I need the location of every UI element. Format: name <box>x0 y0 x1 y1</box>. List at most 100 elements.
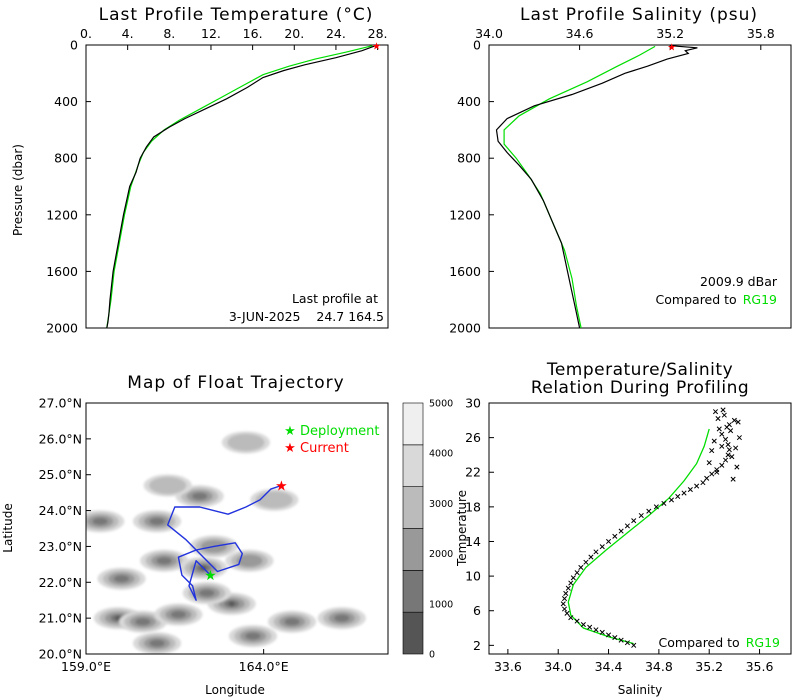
x-tick-label: 35.8 <box>747 26 775 41</box>
ts-profile-point <box>605 538 612 545</box>
ts-compared-text: Compared to <box>659 635 740 650</box>
ts-profile-point <box>593 627 599 633</box>
ts-profile-point <box>593 549 599 555</box>
seamount-contour <box>149 476 187 494</box>
y-tick-label: 400 <box>54 94 78 109</box>
x-tick-label: 34.0 <box>475 26 503 41</box>
ts-x-tick-label: 35.2 <box>695 659 723 674</box>
map-title: Map of Float Trajectory <box>127 373 344 393</box>
y-tick-label: 800 <box>457 151 481 166</box>
colorbar-tick-label: 0 <box>429 650 435 661</box>
deployment-marker-icon: ★ <box>204 568 217 584</box>
ts-profile-point <box>624 640 630 646</box>
colorbar-segment <box>402 444 424 487</box>
ts-profile-point <box>716 426 722 432</box>
x-tick-label: 35.2 <box>656 26 684 41</box>
ts-profile-point <box>700 480 706 486</box>
seamount-contour <box>192 492 208 500</box>
ts-profile-point <box>653 504 659 510</box>
y-tick-label: 2000 <box>449 321 481 336</box>
ts-profile-point <box>563 590 569 596</box>
ts-profile-point <box>605 632 612 638</box>
temperature-profile-panel: Last Profile Temperature (°C) Pressure (… <box>11 5 389 336</box>
ts-profile-point <box>725 441 731 448</box>
ts-x-tick-label: 35.6 <box>746 659 774 674</box>
profile-depth-label: 2009.9 dBar <box>700 274 778 289</box>
y-tick-label: 800 <box>54 151 78 166</box>
ts-y-tick-label: 26 <box>465 430 481 445</box>
y-tick-label: 2000 <box>46 321 78 336</box>
salinity-lines: ★ <box>495 42 698 329</box>
ts-profile-point <box>730 476 736 482</box>
ts-profile-point <box>618 528 624 534</box>
map-y-tick-label: 23.0°N <box>39 539 82 554</box>
legend-current-label: Current <box>300 441 349 456</box>
ts-profile-point <box>728 428 734 434</box>
ts-profile-point <box>675 493 681 500</box>
x-tick-label: 0. <box>80 26 92 41</box>
temperature-axis-label: Temperature <box>455 490 469 567</box>
map-y-tick-label: 25.0°N <box>39 467 82 482</box>
salinity-plot-frame <box>488 44 792 329</box>
seamount-contour <box>149 639 165 647</box>
ts-profile-point <box>723 457 729 463</box>
ts-profile-point <box>574 618 580 624</box>
ts-profile-point <box>723 436 729 442</box>
last-profile-date-position: 3-JUN-2025 24.7 164.5 <box>229 309 384 324</box>
ts-y-tick-label: 10 <box>465 569 481 584</box>
seamount-contour <box>149 517 165 525</box>
x-tick-label: 4. <box>122 26 134 41</box>
seamount-contour <box>284 618 300 626</box>
x-tick-label: 20. <box>284 26 304 41</box>
salinity-title: Last Profile Salinity (psu) <box>520 5 758 25</box>
ts-profile-point <box>668 497 675 503</box>
temperature-x-ticks: 0.4.8.12.16.20.24.28. <box>80 26 388 50</box>
ts-diagram-panel: Temperature/Salinity Relation During Pro… <box>455 360 792 697</box>
ts-profile-point <box>736 435 742 441</box>
colorbar-tick-label: 5000 <box>429 399 453 410</box>
y-tick-label: 0 <box>70 38 78 53</box>
ts-profile-point <box>731 417 737 423</box>
ts-y-tick-label: 18 <box>465 499 481 514</box>
ts-profile-point <box>720 407 726 413</box>
ts-profile-point <box>719 462 725 468</box>
x-tick-label: 12. <box>201 26 221 41</box>
trajectory-line <box>167 484 282 601</box>
ts-profile-point <box>694 483 700 489</box>
ts-profile-point <box>726 447 732 453</box>
last-point-star-icon: ★ <box>667 42 676 53</box>
ts-plot-frame <box>488 402 792 655</box>
ts-profile-point <box>714 469 720 475</box>
latitude-axis-label: Latitude <box>1 503 15 552</box>
map-y-tick-label: 26.0°N <box>39 431 82 446</box>
ts-y-tick-label: 6 <box>473 603 481 618</box>
y-tick-label: 1600 <box>449 264 481 279</box>
ts-y-tick-label: 2 <box>473 638 481 653</box>
ts-profile-point <box>568 580 574 586</box>
map-x-tick-label: 159.0°E <box>61 659 111 674</box>
seamount-contour <box>334 614 350 622</box>
ts-y-tick-label: 30 <box>465 396 481 411</box>
y-tick-label: 0 <box>473 38 481 53</box>
ts-profile-point <box>681 490 687 496</box>
seamount-contour <box>156 557 172 565</box>
ts-profile-point <box>561 606 568 612</box>
seamount-contour <box>114 616 121 621</box>
ts-x-tick-label: 34.0 <box>544 659 572 674</box>
seamount-contour <box>227 433 265 451</box>
ts-profile-point <box>599 544 605 550</box>
last-point-star-icon: ★ <box>372 41 381 52</box>
map-frame <box>85 402 389 655</box>
ts-profile-point <box>568 615 574 621</box>
ts-profile-point <box>578 564 584 571</box>
legend-deployment-label: Deployment <box>300 424 380 439</box>
colorbar-segment <box>402 528 424 571</box>
ts-profile-point <box>612 635 618 641</box>
colorbar-segment <box>402 486 424 529</box>
seamount-contour <box>236 554 263 567</box>
